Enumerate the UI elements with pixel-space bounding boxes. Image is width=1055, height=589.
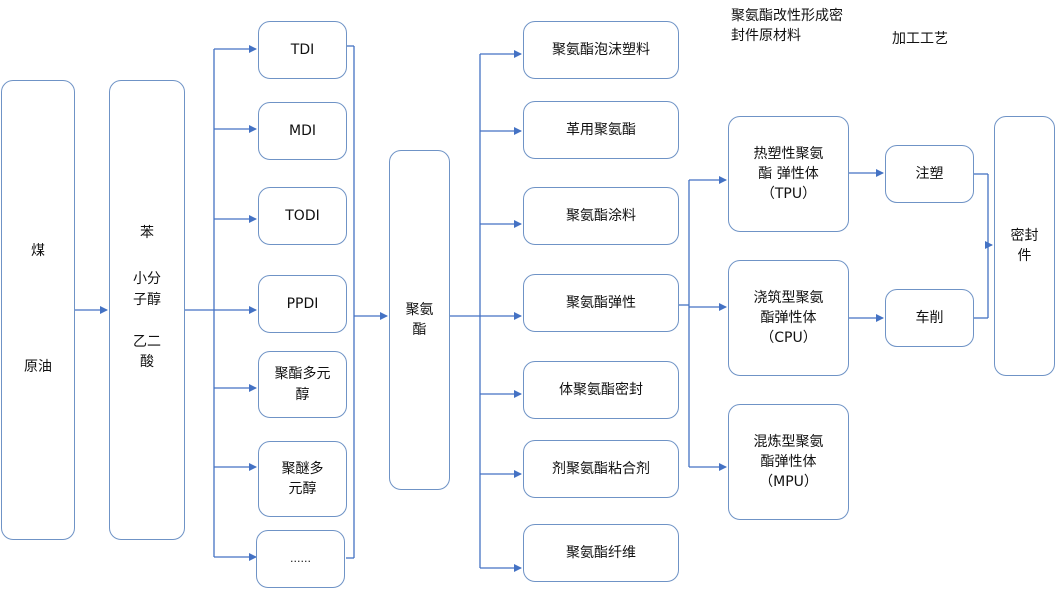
intermediate-benzene-label: 苯 (140, 225, 154, 241)
intermediate-alcohol-label: 小分 子醇 (133, 271, 161, 308)
product-foam-plastic: 聚氨酯泡沫塑料 (523, 21, 679, 79)
material-tdi: TDI (258, 21, 347, 79)
product-coating: 聚氨酯涂料 (523, 187, 679, 245)
product-elastomer: 聚氨酯弹性 (523, 274, 679, 332)
elastomer-cpu: 浇筑型聚氨 酯弹性体 （CPU） (728, 260, 849, 376)
material-ellipsis: ...... (256, 530, 345, 588)
material-ppdi: PPDI (258, 275, 347, 333)
product-adhesive: 剂聚氨酯粘合剂 (523, 440, 679, 498)
raw-oil-label: 原油 (24, 359, 52, 376)
final-seal-box: 密封 件 (994, 116, 1055, 376)
material-polyester-polyol: 聚酯多元 醇 (258, 351, 347, 418)
elastomer-tpu: 热塑性聚氨 酯 弹性体 （TPU） (728, 116, 849, 232)
product-leather-pu: 革用聚氨酯 (523, 101, 679, 159)
intermediate-acid-label: 乙二 酸 (133, 333, 161, 371)
product-fiber: 聚氨酯纤维 (523, 524, 679, 582)
diagram-title-line2: 封件原材料 (731, 28, 801, 44)
raw-coal-label: 煤 (31, 243, 45, 259)
raw-materials-box: 煤 原油 (1, 80, 75, 540)
process-turning: 车削 (885, 289, 974, 347)
product-sealant: 体聚氨酯密封 (523, 361, 679, 419)
diagram-title-line1: 聚氨酯改性形成密 (731, 8, 843, 24)
intermediate-box: 苯 小分 子醇 乙二 酸 (109, 80, 185, 540)
polyurethane-box: 聚氨 酯 (389, 150, 450, 490)
material-todi: TODI (258, 187, 347, 245)
material-polyether-polyol: 聚醚多 元醇 (258, 441, 347, 517)
process-heading: 加工工艺 (892, 31, 948, 47)
elastomer-mpu: 混炼型聚氨 酯弹性体 （MPU） (728, 404, 849, 520)
process-injection-molding: 注塑 (885, 145, 974, 203)
material-mdi: MDI (258, 102, 347, 160)
